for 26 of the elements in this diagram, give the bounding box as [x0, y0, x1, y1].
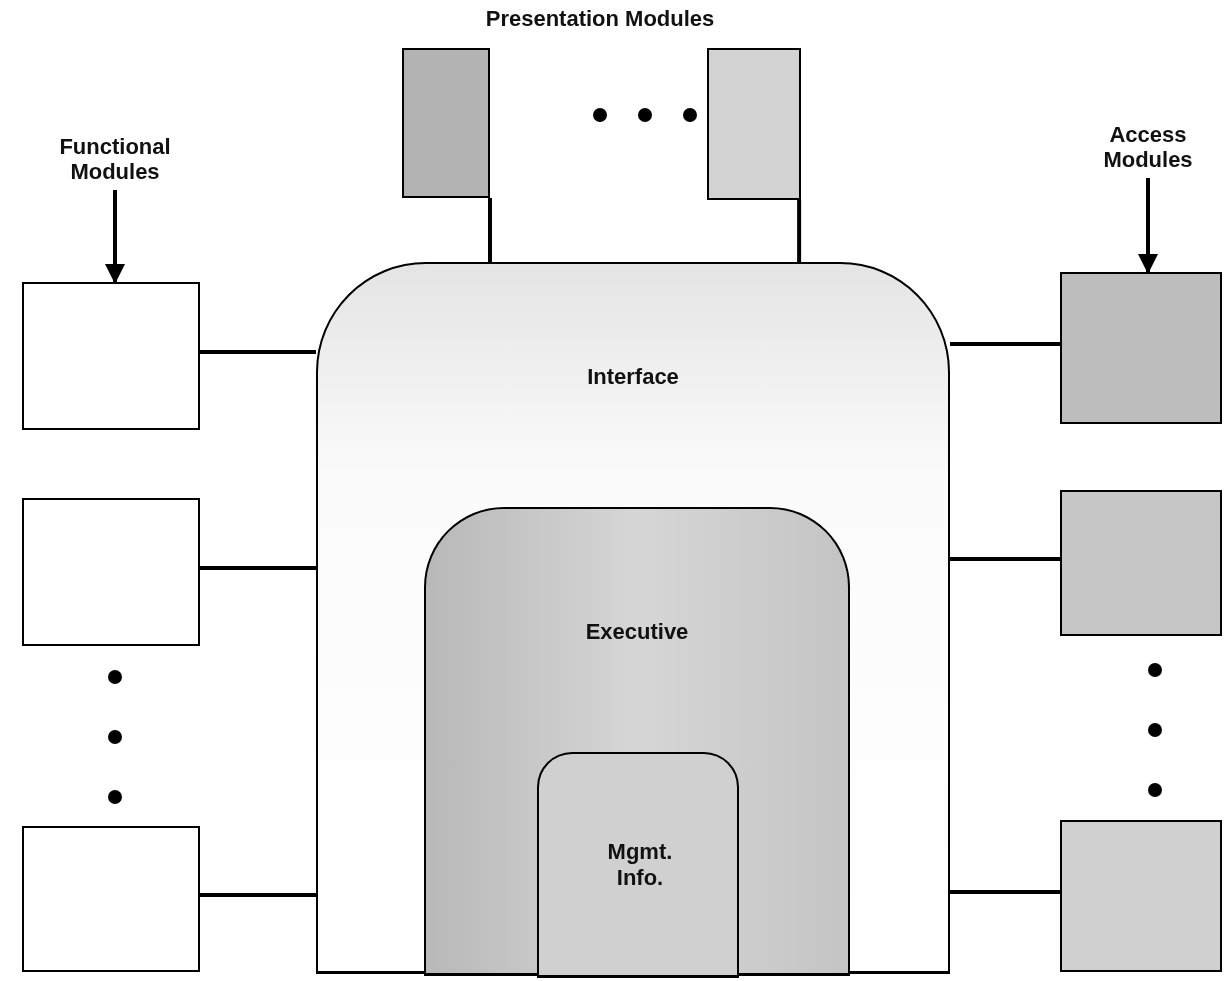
module-box — [22, 498, 200, 646]
connector-line — [950, 342, 1060, 346]
connector-line — [488, 198, 492, 262]
module-box — [1060, 490, 1222, 636]
connector-line — [200, 893, 316, 897]
module-box — [22, 826, 200, 972]
layer-arch — [424, 507, 850, 976]
layer-label: Interface — [586, 364, 680, 390]
module-group-label: Access Modules — [1078, 122, 1218, 178]
connector-line — [200, 566, 316, 570]
connector-line — [950, 890, 1060, 894]
connector-line — [797, 200, 802, 262]
module-box — [22, 282, 200, 430]
module-group-label: Functional Modules — [40, 134, 190, 190]
group-label: Presentation Modules — [484, 6, 716, 32]
layer-label: Executive — [584, 619, 690, 645]
connector-line — [950, 557, 1060, 561]
layer-label: Mgmt. Info. — [606, 839, 674, 891]
arrow — [105, 190, 125, 284]
connector-line — [200, 350, 316, 354]
arrow — [1138, 178, 1158, 274]
module-box — [1060, 820, 1222, 972]
module-box — [1060, 272, 1222, 424]
module-box — [402, 48, 490, 198]
layer-arch — [537, 752, 739, 978]
module-box — [707, 48, 801, 200]
